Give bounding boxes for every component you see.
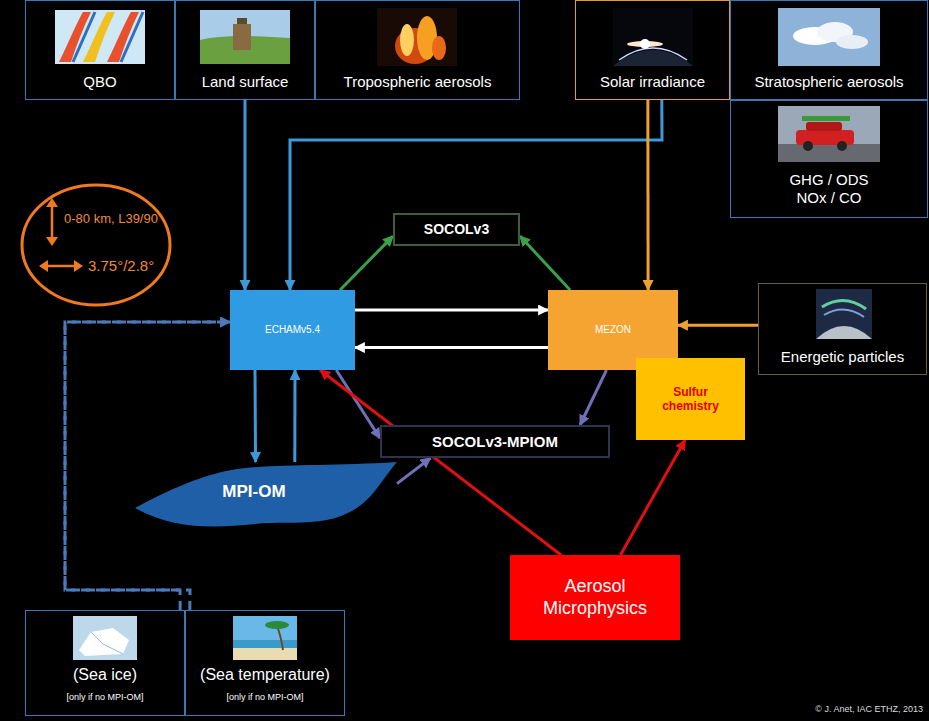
input-panel: Tropospheric aerosols (315, 0, 520, 100)
node-label: MPI-OM (222, 482, 285, 502)
flow-arrow (678, 324, 758, 327)
input-panel: Land surface (175, 0, 315, 100)
copyright-note: © J. Anet, IAC ETHZ, 2013 (815, 698, 923, 716)
node-label: SOCOLv3-MPIOM (432, 433, 558, 451)
flow-arrow (355, 346, 548, 349)
input-panel: (Sea temperature) [only if no MPI-OM] (185, 610, 345, 716)
input-panel: Energetic particles (758, 283, 927, 375)
node-note: [only if no MPI-OM] (66, 692, 143, 703)
flow-arrow (254, 370, 258, 462)
flow-arrow (336, 370, 380, 438)
node-label: 0-80 km, L39/90 (64, 211, 158, 227)
flow-arrow (293, 370, 296, 462)
flow-arrow (340, 236, 393, 290)
model-box: ECHAMv5.4 (230, 290, 355, 370)
node-note: 3.75°/2.8° (88, 257, 154, 275)
flow-arrow (355, 309, 548, 312)
flow-arrow (244, 100, 247, 290)
flow-arrow (621, 440, 686, 555)
node-label: (Sea ice) (73, 665, 137, 684)
model-box: SOCOLv3-MPIOM (380, 425, 610, 458)
node-label: Aerosol Microphysics (525, 576, 665, 619)
resolution-ellipse: 0-80 km, L39/90 3.75°/2.8° (20, 183, 172, 307)
node-label: QBO (83, 73, 116, 91)
model-box: SOCOLv3 (393, 213, 520, 246)
node-label: Tropospheric aerosols (344, 73, 492, 91)
flow-arrow (320, 370, 561, 555)
node-label: Solar irradiance (600, 73, 705, 91)
input-panel: QBO (25, 0, 175, 100)
input-panel: Stratospheric aerosols (730, 0, 928, 100)
node-label: Sulfur chemistry (651, 385, 731, 414)
flow-arrow (65, 322, 230, 610)
node-label: Land surface (202, 73, 289, 91)
node-label: ECHAMv5.4 (265, 324, 320, 336)
node-label: Stratospheric aerosols (754, 73, 903, 91)
input-panel: GHG / ODS NOx / CO (730, 100, 928, 218)
flow-arrow (580, 370, 606, 425)
shape-outline (20, 183, 172, 307)
flow-arrow (397, 458, 431, 484)
ocean-wave: MPI-OM (135, 462, 397, 534)
node-label: MEZON (595, 324, 631, 336)
copyright-note: © J. Anet, IAC ETHZ, 2013 (815, 704, 923, 715)
node-label: SOCOLv3 (424, 221, 489, 238)
module-box: Sulfur chemistry (636, 358, 745, 440)
module-box: Aerosol Microphysics (510, 555, 680, 640)
flow-arrow (65, 322, 230, 610)
node-label: (Sea temperature) (200, 665, 330, 684)
node-note: [only if no MPI-OM] (226, 692, 303, 703)
input-panel: (Sea ice) [only if no MPI-OM] (25, 610, 185, 716)
node-label: GHG / ODS NOx / CO (782, 171, 877, 207)
flow-arrow (646, 100, 649, 290)
flow-arrow (290, 100, 662, 290)
input-panel: Solar irradiance (575, 0, 730, 100)
flow-arrow (520, 236, 570, 290)
node-label: Energetic particles (781, 348, 904, 366)
